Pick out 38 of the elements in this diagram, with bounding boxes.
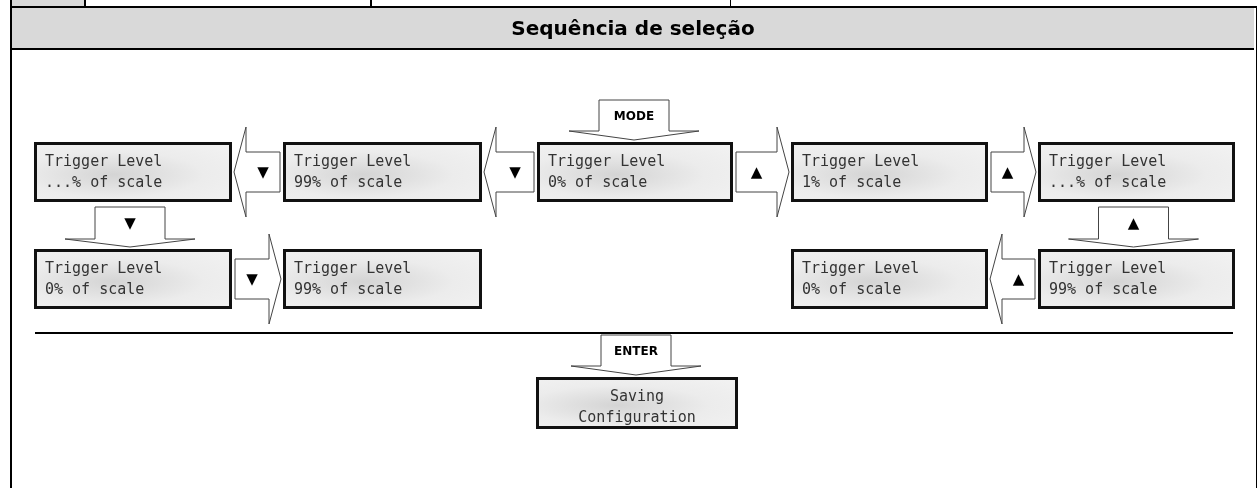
display-text: 99% of scale (294, 279, 403, 300)
display-text: Saving Configuration (577, 386, 697, 428)
lcd-display (536, 377, 738, 429)
display-text: Trigger Level (802, 151, 920, 172)
block-arrow (735, 126, 790, 218)
display-text: Trigger Level (294, 151, 412, 172)
lcd-display (791, 249, 988, 309)
display-text: 0% of scale (548, 172, 648, 193)
display-text: Trigger Level (802, 258, 920, 279)
lcd-display (283, 142, 482, 202)
lcd-display (1038, 142, 1235, 202)
block-arrow (989, 233, 1036, 325)
lcd-display (34, 142, 232, 202)
block-arrow (233, 126, 281, 218)
title: Sequência de seleção (511, 16, 755, 40)
display-text: Trigger Level (294, 258, 412, 279)
block-arrow (483, 126, 535, 218)
display-text: ...% of scale (1049, 172, 1167, 193)
display-text: Trigger Level (1049, 151, 1167, 172)
display-text: Trigger Level (45, 258, 163, 279)
block-arrow (1068, 206, 1199, 248)
display-text: Trigger Level (1049, 258, 1167, 279)
lcd-display (283, 249, 482, 309)
display-text: 0% of scale (45, 279, 145, 300)
lcd-display (537, 142, 733, 202)
display-text: 99% of scale (294, 172, 403, 193)
display-text: 0% of scale (802, 279, 902, 300)
display-text: 1% of scale (802, 172, 902, 193)
display-text: Trigger Level (548, 151, 666, 172)
lcd-display (1038, 249, 1235, 309)
display-text: Trigger Level (45, 151, 163, 172)
block-arrow (234, 233, 282, 325)
lcd-display (34, 249, 232, 309)
lcd-display (791, 142, 988, 202)
block-arrow (64, 206, 196, 248)
display-text: 99% of scale (1049, 279, 1158, 300)
display-text: ...% of scale (45, 172, 163, 193)
block-arrow (990, 126, 1037, 218)
